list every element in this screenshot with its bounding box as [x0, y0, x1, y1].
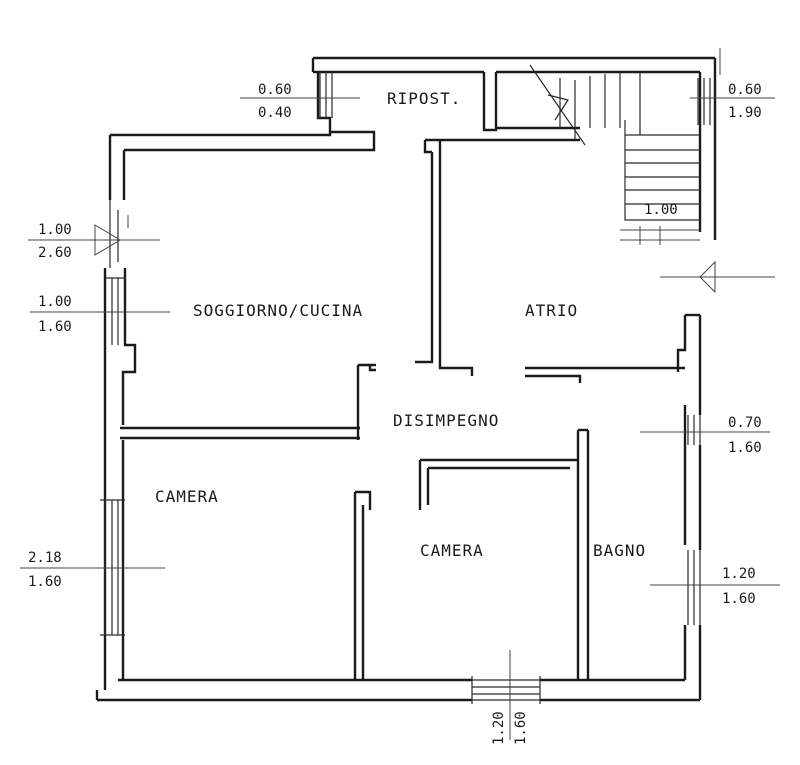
dim-right-window-upper-bottom: 1.60: [728, 440, 762, 456]
dim-top-right-bottom: 1.90: [728, 105, 762, 121]
room-label-camera-left: CAMERA: [155, 487, 219, 506]
dim-left-door-bottom: 2.60: [38, 245, 72, 261]
interior-walls: [120, 138, 685, 680]
dim-right-window-upper-top: 0.70: [728, 415, 762, 431]
dim-bottom-window-top: 1.20: [491, 711, 507, 745]
dimension-labels: 0.60 0.40 0.60 1.90 1.00 1.00 2.60 1.00 …: [28, 82, 762, 745]
dim-left-camera-window-bottom: 1.60: [28, 574, 62, 590]
dim-top-left-top: 0.60: [258, 82, 292, 98]
room-label-camera-center: CAMERA: [420, 541, 484, 560]
dim-top-left-bottom: 0.40: [258, 105, 292, 121]
windows: [100, 72, 711, 704]
dim-stair: 1.00: [644, 202, 678, 218]
dim-right-window-lower-top: 1.20: [722, 566, 756, 582]
staircase: [529, 64, 700, 245]
outer-walls: [95, 56, 717, 702]
dim-top-right-top: 0.60: [728, 82, 762, 98]
room-label-atrio: ATRIO: [525, 301, 578, 320]
dim-bottom-window-bottom: 1.60: [513, 711, 529, 745]
room-label-ripost: RIPOST.: [387, 89, 461, 108]
dim-left-camera-window-top: 2.18: [28, 550, 62, 566]
room-label-disimpegno: DISIMPEGNO: [393, 411, 499, 430]
room-labels: RIPOST. SOGGIORNO/CUCINA ATRIO DISIMPEGN…: [155, 89, 646, 560]
dim-right-window-lower-bottom: 1.60: [722, 591, 756, 607]
dimension-lines: [20, 48, 780, 740]
room-label-soggiorno: SOGGIORNO/CUCINA: [193, 301, 363, 320]
dim-left-door-top: 1.00: [38, 222, 72, 238]
room-label-bagno: BAGNO: [593, 541, 646, 560]
dim-left-window-top: 1.00: [38, 294, 72, 310]
dim-left-window-bottom: 1.60: [38, 319, 72, 335]
